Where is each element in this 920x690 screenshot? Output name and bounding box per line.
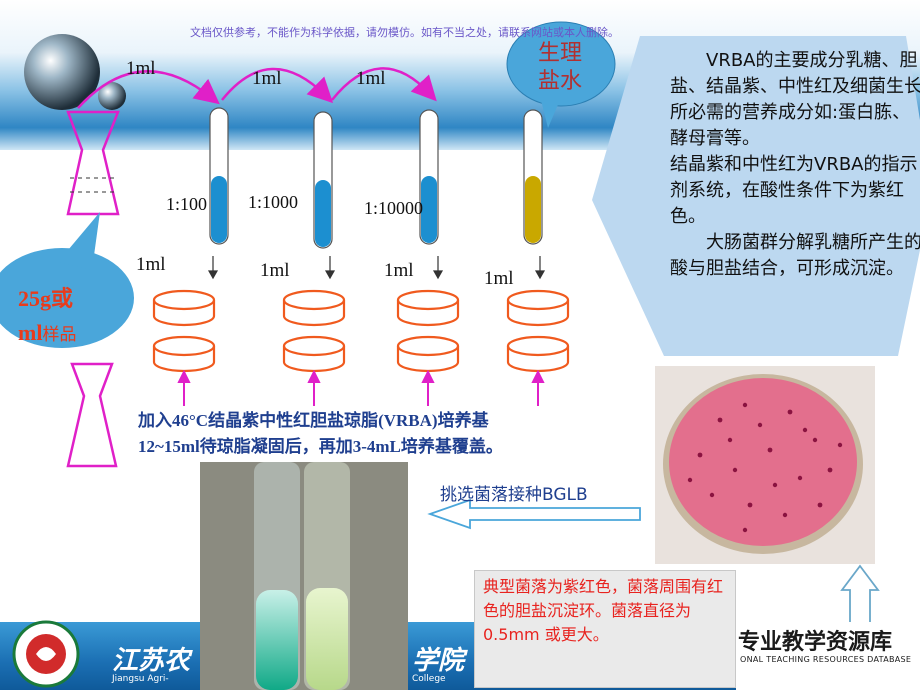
saline-bubble <box>506 21 616 107</box>
info-panel-shape <box>592 36 920 356</box>
banner-resource-subtitle: ONAL TEACHING RESOURCES DATABASE <box>740 655 912 664</box>
decor-sphere-small <box>98 82 126 110</box>
typical-colony-box: 典型菌落为紫红色，菌落周围有红色的胆盐沉淀环。菌落直径为0.5mm 或更大。 <box>474 570 736 688</box>
up-arrows <box>177 369 545 406</box>
dilution-label-1: 1:100 <box>166 194 208 214</box>
info-panel-para-3: 大肠菌群分解乳糖所产生的酸与胆盐结合，可形成沉淀。 <box>670 232 920 279</box>
sample-label-word: 样品 <box>42 325 77 344</box>
banner-school-name: 江苏农 <box>112 646 191 676</box>
transfer-label-2: 1ml <box>252 68 282 89</box>
petri-plates-top <box>152 289 570 327</box>
banner-school-subtitle-end: College <box>412 674 446 684</box>
plate-volume-2: 1ml <box>260 260 290 281</box>
plate-volume-1: 1ml <box>136 254 166 275</box>
plate-volume-3: 1ml <box>384 260 414 281</box>
info-panel-para-1: VRBA的主要成分乳糖、胆盐、结晶紫、中性红及细菌生长所必需的营养成分如:蛋白胨… <box>670 50 920 149</box>
banner-school-subtitle: Jiangsu Agri- <box>112 674 169 684</box>
sample-vessel-bottom <box>66 362 118 468</box>
transfer-arc-2 <box>331 67 437 102</box>
dilution-label-2: 1:1000 <box>248 192 299 212</box>
transfer-arc-sample <box>77 70 220 109</box>
medium-instruction-line1: 加入46°C结晶紫中性红胆盐琼脂(VRBA)培养基 <box>138 411 489 430</box>
transfer-arc-1 <box>221 67 334 104</box>
dilution-tube-1 <box>209 107 229 245</box>
medium-instruction-line2: 12~15ml待琼脂凝固后，再加3-4mL培养基覆盖。 <box>138 437 503 456</box>
sample-vessel-top <box>66 110 120 216</box>
sample-label-line1: 25g或 <box>18 286 74 311</box>
info-panel-text: VRBA的主要成分乳糖、胆盐、结晶紫、中性红及细菌生长所必需的营养成分如:蛋白胨… <box>670 48 920 282</box>
dilution-label-3: 1:10000 <box>364 198 424 218</box>
petri-plates-bottom <box>152 335 570 373</box>
banner-right-bg <box>736 622 920 690</box>
banner-school-name-end: 学院 <box>412 646 465 676</box>
photo-vrba-plate <box>655 366 875 564</box>
pick-colony-text: 挑选菌落接种BGLB <box>440 485 588 505</box>
sample-label: 25g或 ml样品 <box>18 282 76 352</box>
saline-tube <box>523 109 543 245</box>
banner-resource-title: 专业教学资源库 <box>738 630 893 655</box>
saline-bubble-tail <box>540 96 560 128</box>
dilution-tube-2 <box>313 111 333 249</box>
pick-arrow-icon <box>427 498 641 530</box>
sample-bubble-tail <box>58 212 100 270</box>
sample-label-unit: ml <box>18 320 43 345</box>
watermark-text: 文档仅供参考，不能作为科学依据，请勿模仿。如有不当之处，请联系网站或本人删除。 <box>190 26 619 39</box>
transfer-label-1: 1ml <box>126 58 156 79</box>
decor-sphere-large <box>24 34 100 110</box>
transfer-label-3: 1ml <box>356 68 386 89</box>
dilution-tube-3 <box>419 109 439 245</box>
plate-volume-4: 1ml <box>484 268 514 289</box>
photo-bglb-tubes <box>200 462 408 690</box>
saline-label: 生理盐水 <box>537 41 582 94</box>
medium-instruction: 加入46°C结晶紫中性红胆盐琼脂(VRBA)培养基 12~15ml待琼脂凝固后，… <box>138 408 503 460</box>
school-logo-icon <box>12 620 80 688</box>
sample-label-line2: ml样品 <box>18 316 76 352</box>
info-panel-para-2: 结晶紫和中性红为VRBA的指示剂系统，在酸性条件下为紫红色。 <box>670 154 918 227</box>
sample-bubble <box>0 248 134 348</box>
down-arrows <box>207 256 546 280</box>
